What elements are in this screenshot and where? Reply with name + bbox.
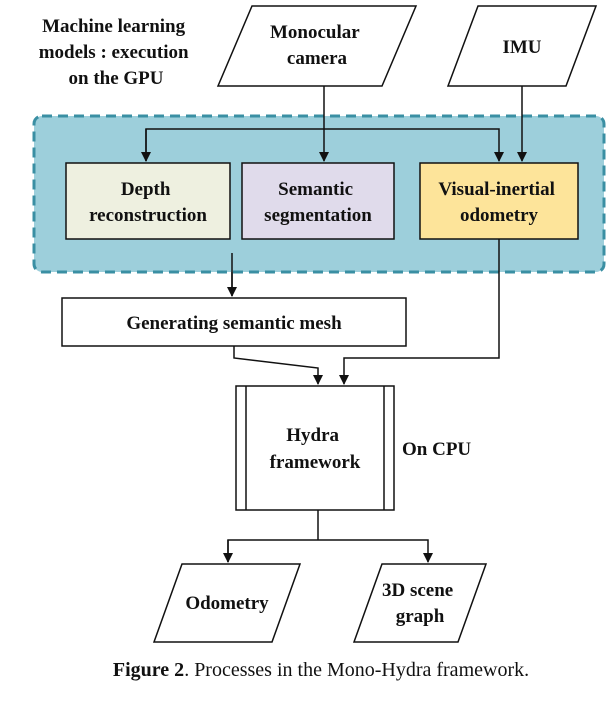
odometry-output: Odometry <box>152 563 302 643</box>
mesh-to-hydra-arrow <box>233 346 323 385</box>
svg-text:Depth reconstruction: Depth reconstruction <box>89 179 207 226</box>
imu-input: IMU <box>446 5 598 87</box>
semantic-segmentation-box: Semantic segmentation <box>241 162 395 240</box>
svg-text:IMU: IMU <box>502 37 541 58</box>
svg-text:Generating semantic mesh: Generating semantic mesh <box>126 313 342 334</box>
svg-text:Monocular camera: Monocular camera <box>270 22 364 69</box>
vio-to-hydra-arrow <box>339 239 500 385</box>
on-cpu-label: On CPU <box>402 439 471 460</box>
hydra-to-outputs-arrows <box>223 510 433 563</box>
figure-caption: Figure 2. Processes in the Mono-Hydra fr… <box>113 659 529 681</box>
svg-text:Visual-inertial odometry: Visual-inertial odometry <box>438 179 559 226</box>
svg-text:Hydra framework: Hydra framework <box>270 425 361 473</box>
visual-inertial-odometry-box: Visual-inertial odometry <box>419 162 579 240</box>
scene-graph-output: 3D scene graph <box>352 563 488 643</box>
depth-reconstruction-box: Depth reconstruction <box>65 162 231 240</box>
gpu-note: Machine learning models : execution on t… <box>39 16 194 89</box>
camera-arrows <box>141 86 504 162</box>
svg-text:Semantic segmentation: Semantic segmentation <box>264 179 372 226</box>
svg-text:Odometry: Odometry <box>185 593 269 614</box>
semantic-mesh-box: Generating semantic mesh <box>61 297 407 347</box>
hydra-framework-box: Hydra framework <box>235 385 395 511</box>
monocular-camera-input: Monocular camera <box>216 5 418 87</box>
svg-text:3D scene graph: 3D scene graph <box>382 580 458 627</box>
